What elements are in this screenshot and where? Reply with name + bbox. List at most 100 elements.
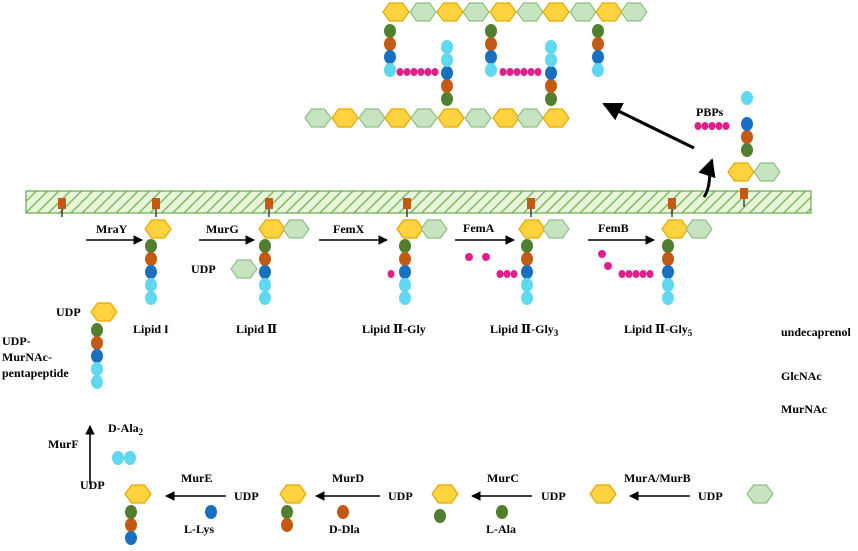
enzyme-fema: FemA [463, 221, 495, 235]
amino-acid-bead [485, 50, 497, 64]
glycine-bead [708, 122, 716, 130]
enzyme-femx: FemX [333, 222, 365, 236]
udp-lipid2: UDP [191, 262, 216, 276]
glcnac-hexagon [410, 108, 438, 128]
amino-acid-bead [91, 375, 103, 389]
glycine-bead [510, 270, 518, 278]
murnac-hexagon [589, 484, 617, 504]
amino-acid-bead [145, 278, 157, 292]
amino-acid-bead [662, 265, 674, 279]
glycine-bead [722, 122, 730, 130]
glycine-bead [632, 270, 640, 278]
murnac-hexagon [384, 108, 412, 128]
d-ala-bead [124, 451, 136, 465]
precursor-line2: MurNAc- [2, 350, 52, 364]
amino-acid-bead [91, 349, 103, 363]
udp-murab: UDP [698, 489, 723, 503]
murnac-hexagon [727, 162, 755, 182]
amino-acid-bead [399, 239, 411, 253]
glycine-bead [639, 270, 647, 278]
lipid1-label: Lipid I [133, 322, 169, 336]
amino-acid-bead [521, 252, 533, 266]
undecaprenol-anchor [740, 188, 748, 199]
amino-acid-bead [259, 239, 271, 253]
glycine-bead [646, 270, 654, 278]
udp-murf: UDP [80, 478, 105, 492]
amino-acid-bead [399, 291, 411, 305]
amino-acid-bead [384, 37, 396, 51]
cell-membrane [25, 190, 812, 214]
amino-acid-bead [662, 278, 674, 292]
enzyme-femb: FemB [598, 221, 629, 235]
undecaprenol-anchor [152, 198, 160, 209]
amino-acid-bead [521, 265, 533, 279]
amino-acid-bead [662, 291, 674, 305]
enzyme-murf: MurF [48, 437, 79, 451]
undecaprenol-anchor [403, 198, 411, 209]
murnac-hexagon [492, 108, 520, 128]
murnac-hexagon [437, 108, 465, 128]
amino-acid-bead [145, 265, 157, 279]
amino-acid-bead [592, 50, 604, 64]
amino-acid-bead [485, 63, 497, 77]
glycine-bead [625, 270, 633, 278]
reaction-arrows [85, 102, 716, 501]
glycine-bead [527, 68, 535, 76]
glycine-bead [499, 68, 507, 76]
lipid2-label: Lipid Ⅱ [236, 322, 277, 336]
amino-acid-bead [434, 509, 446, 523]
l-lys-bead [205, 505, 217, 519]
lipid2-gly3-label: Lipid Ⅱ-Gly3 [490, 322, 559, 338]
flip-arrow [698, 158, 716, 198]
amino-acid-bead [259, 265, 271, 279]
murnac-hexagon [279, 484, 307, 504]
glycine-bead [701, 122, 709, 130]
amino-acid-bead [281, 505, 293, 519]
amino-acid-bead [441, 40, 453, 54]
amino-acid-bead [91, 336, 103, 350]
amino-acid-bead [521, 278, 533, 292]
amino-acid-bead [741, 117, 753, 131]
amino-acid-bead [399, 278, 411, 292]
murnac-hexagon [431, 484, 459, 504]
glycine-bead [496, 270, 504, 278]
udp-murd: UDP [388, 489, 413, 503]
lipid2-gly-label: Lipid Ⅱ-Gly [362, 322, 426, 336]
glycine-bead [513, 68, 521, 76]
amino-acid-bead [125, 505, 137, 519]
glycine-bead [694, 122, 702, 130]
amino-acid-bead [485, 37, 497, 51]
substrate-lala: L-Ala [486, 522, 516, 536]
enzyme-mure: MurE [181, 471, 212, 485]
undecaprenol-anchor [265, 198, 273, 209]
murnac-hexagon [331, 108, 359, 128]
murnac-hexagon [90, 302, 118, 322]
glcnac-hexagon [685, 219, 713, 239]
glcnac-hexagon [409, 2, 437, 22]
glycine-bead [618, 270, 626, 278]
amino-acid-bead [662, 252, 674, 266]
glcnac-hexagon [620, 2, 648, 22]
glycine-bead [506, 68, 514, 76]
amino-acid-bead [545, 53, 557, 67]
murnac-hexagon [489, 2, 517, 22]
amino-acid-bead [145, 252, 157, 266]
amino-acid-bead [91, 362, 103, 376]
enzyme-murab: MurA/MurB [624, 471, 691, 485]
substrate-llys: L-Lys [184, 522, 214, 536]
glycine-bead [520, 68, 528, 76]
amino-acid-bead [741, 91, 753, 105]
glycine-bead [482, 253, 490, 261]
amino-acid-bead [399, 265, 411, 279]
murnac-hexagon [258, 219, 286, 239]
amino-acid-bead [145, 291, 157, 305]
amino-acid-bead [592, 37, 604, 51]
murnac-hexagon [542, 108, 570, 128]
legend-undecaprenol-label: undecaprenol [781, 325, 851, 339]
legend-glcnac-label: GlcNAc [781, 369, 822, 383]
d-dla-bead [337, 505, 349, 519]
amino-acid-bead [441, 53, 453, 67]
glycine-bead [387, 270, 395, 278]
glycine-bead [410, 68, 418, 76]
undecaprenol-anchor [668, 198, 676, 209]
